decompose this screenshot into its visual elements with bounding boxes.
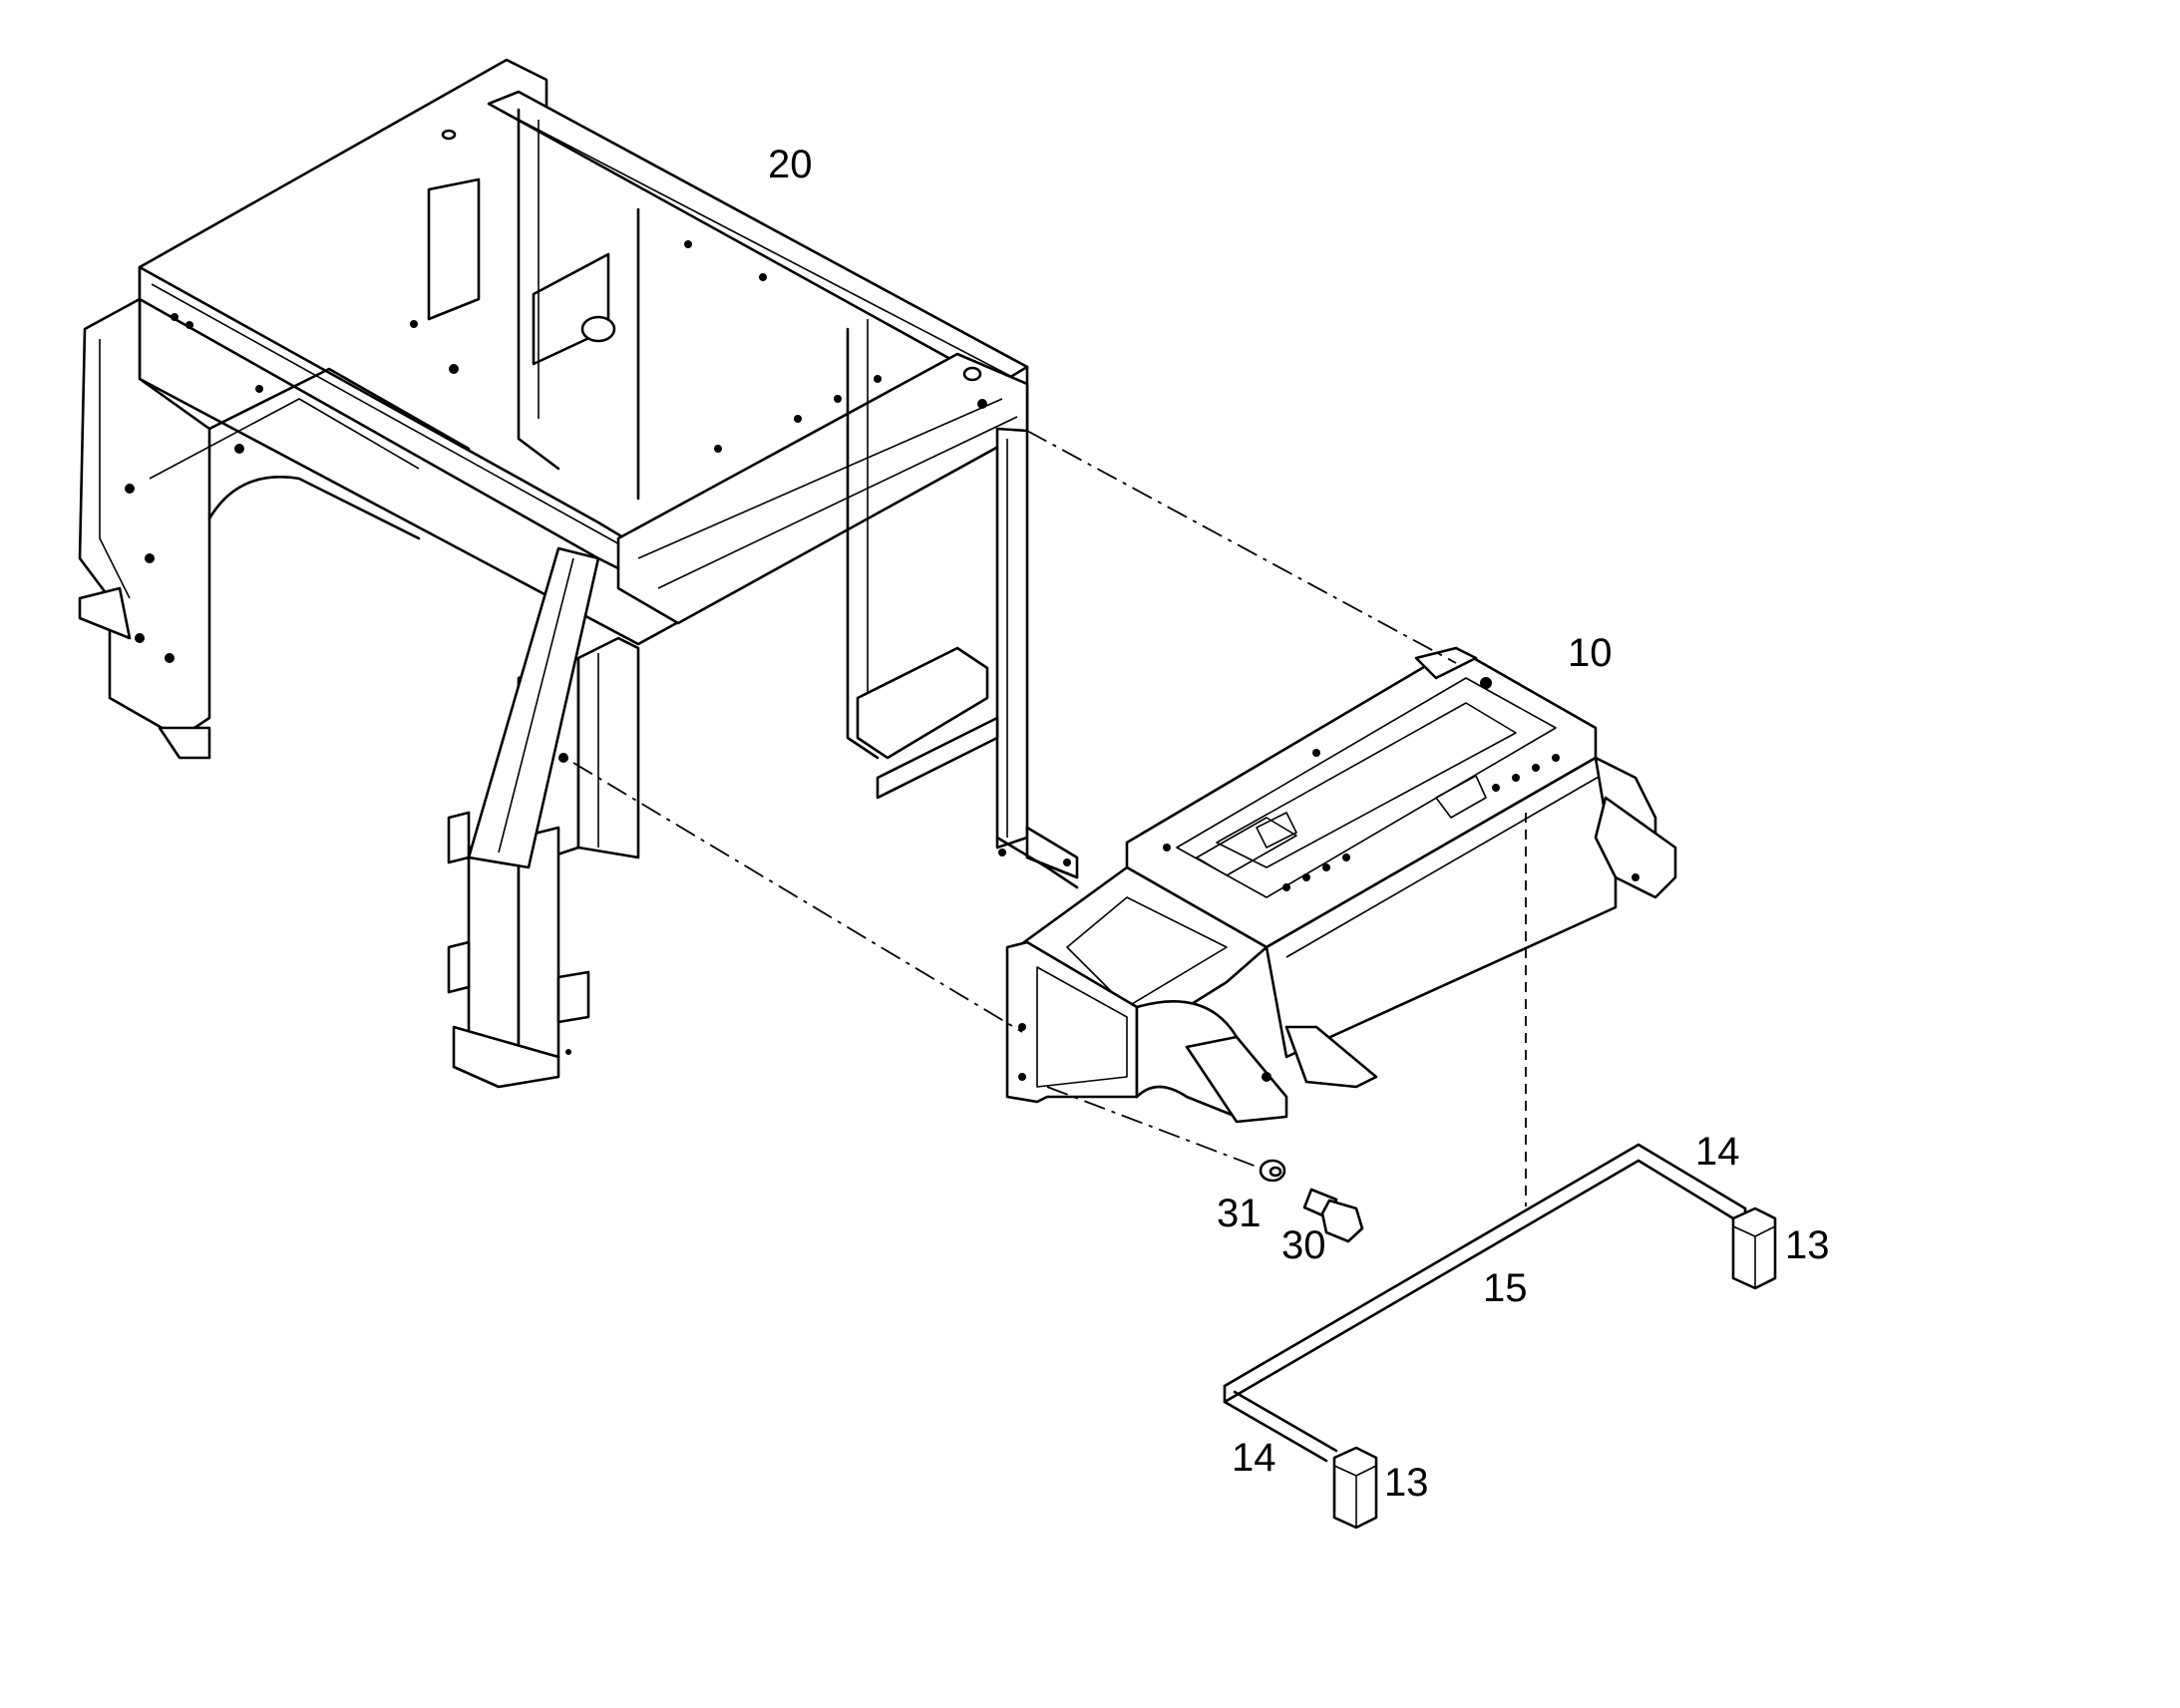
- cap-left-part-13: [1332, 1446, 1378, 1530]
- callout-14-right: 14: [1695, 1130, 1740, 1174]
- upper-frame-part-20: [78, 58, 1079, 1089]
- cap-right-part-13: [1731, 1206, 1777, 1290]
- bolt-part-30: [1302, 1188, 1364, 1243]
- washer-part-31: [1259, 1159, 1286, 1183]
- callout-14-left: 14: [1232, 1436, 1276, 1480]
- lower-frame-holes: [1018, 677, 1639, 1082]
- callout-13-left: 13: [1384, 1461, 1429, 1505]
- callout-10: 10: [1568, 631, 1613, 675]
- callout-13-right: 13: [1785, 1223, 1830, 1267]
- callout-15: 15: [1483, 1266, 1528, 1310]
- alignment-lines: [572, 430, 1527, 1206]
- mounting-holes: [125, 240, 1071, 1055]
- callout-30: 30: [1281, 1223, 1326, 1267]
- bar-part-15: [1223, 1143, 1747, 1463]
- lower-frame-part-10: [1005, 646, 1677, 1124]
- callout-31: 31: [1217, 1192, 1262, 1235]
- callout-20: 20: [768, 143, 813, 186]
